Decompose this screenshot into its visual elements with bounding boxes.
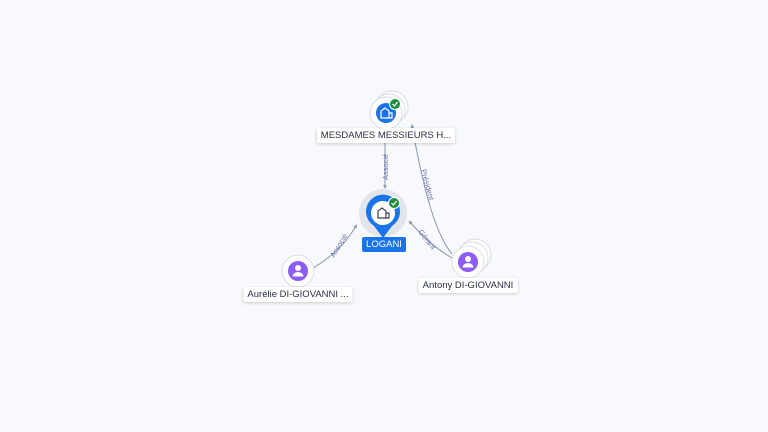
node-label-company-main[interactable]: LOGANI: [362, 237, 406, 252]
building-icon: [377, 207, 390, 219]
node-label-company-top[interactable]: MESDAMES MESSIEURS H...: [316, 128, 456, 143]
node-company-top[interactable]: [369, 90, 409, 130]
verified-badge-icon: [389, 98, 401, 110]
edge-label-president: Président: [419, 168, 436, 202]
node-label-person-right[interactable]: Antony DI-GIOVANNI: [418, 278, 518, 293]
node-company-main[interactable]: [359, 189, 407, 238]
edge-label-gerant: Gérant: [416, 228, 438, 252]
person-icon: [458, 252, 478, 272]
verified-badge-icon: [388, 197, 400, 209]
node-person-left[interactable]: [281, 254, 315, 288]
node-label-person-left[interactable]: Aurélie DI-GIOVANNI ...: [243, 287, 353, 302]
edge-label-associe-top: Associé: [381, 154, 390, 180]
node-person-right[interactable]: [451, 238, 492, 279]
person-icon: [288, 261, 308, 281]
edge-right-to-main: [408, 220, 453, 259]
edge-left-to-main: [312, 224, 358, 269]
edge-label-associe-left: Associé: [328, 232, 350, 259]
